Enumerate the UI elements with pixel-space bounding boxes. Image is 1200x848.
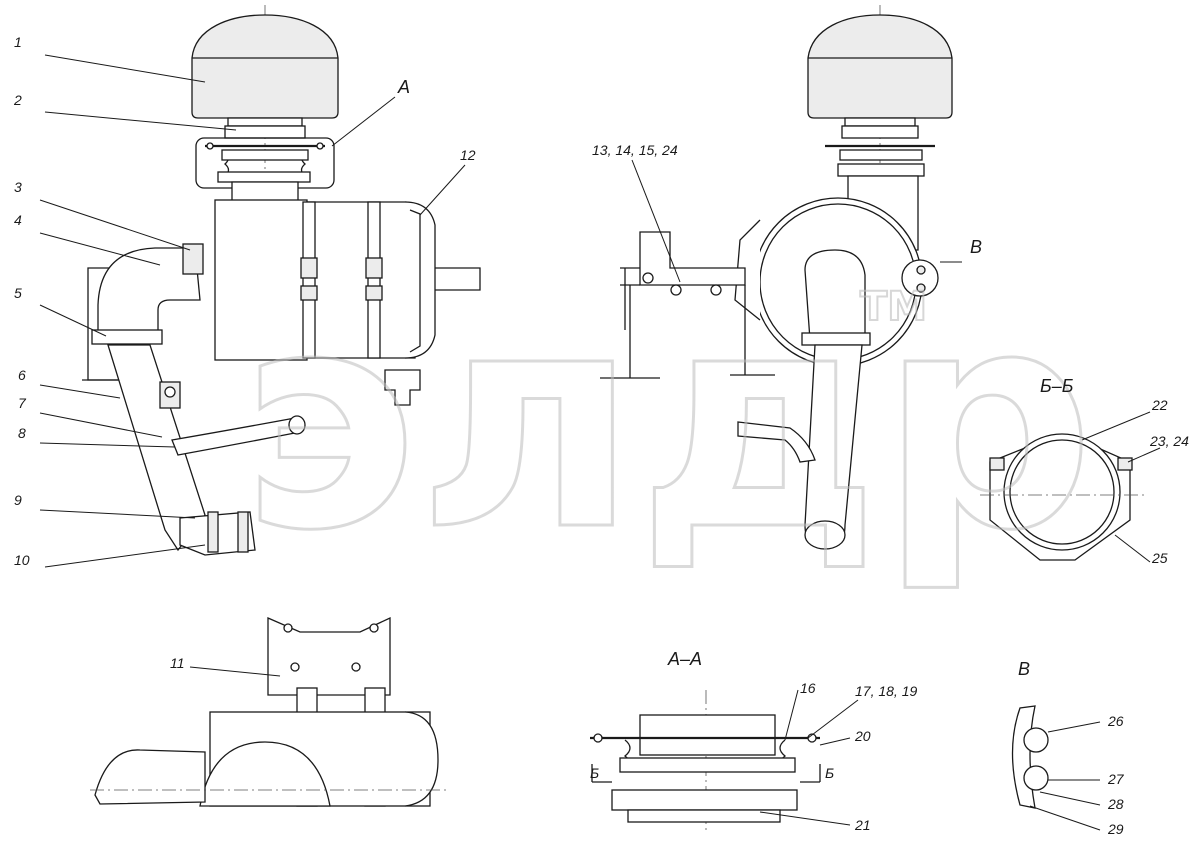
callout-25: 25 [1151, 550, 1168, 566]
callout-22: 22 [1151, 397, 1168, 413]
callout-20: 20 [854, 728, 871, 744]
right-leaders [631, 159, 962, 283]
watermark-logo: элдр [240, 247, 1095, 596]
callout-13-14-15-24: 13, 14, 15, 24 [592, 142, 678, 158]
callout-29: 29 [1107, 821, 1124, 837]
callout-17-18-19: 17, 18, 19 [855, 683, 917, 699]
callout-23-24: 23, 24 [1149, 433, 1189, 449]
callout-28: 28 [1107, 796, 1124, 812]
air-intake-cap-side [807, 14, 953, 119]
callout-9: 9 [14, 492, 22, 508]
callout-1: 1 [14, 34, 22, 50]
callout-7: 7 [18, 395, 27, 411]
left-main-view [82, 5, 481, 556]
callout-4: 4 [14, 212, 22, 228]
callout-8: 8 [18, 425, 26, 441]
cut-b-left-label: Б [590, 765, 599, 781]
callout-3: 3 [14, 179, 22, 195]
callout-27: 27 [1107, 771, 1125, 787]
air-intake-cap [191, 14, 339, 119]
left-leaders [39, 54, 466, 568]
view-v-title: В [1018, 659, 1030, 679]
bottom-view [90, 616, 450, 807]
callout-12: 12 [460, 147, 476, 163]
view-v-marker: В [970, 237, 982, 257]
view-v [1011, 705, 1101, 831]
right-main-view [600, 5, 953, 550]
section-aa-title: А–А [667, 649, 702, 669]
watermark-tm: TM [860, 284, 927, 330]
callout-2: 2 [13, 92, 22, 108]
section-bb-title: Б–Б [1040, 376, 1074, 396]
callout-16: 16 [800, 680, 816, 696]
callout-21: 21 [854, 817, 871, 833]
section-aa [590, 689, 859, 830]
detail-a-marker: А [397, 77, 410, 97]
callout-11: 11 [170, 655, 185, 671]
intake-elbow [97, 247, 201, 336]
callout-6: 6 [18, 367, 26, 383]
cut-b-right-label: Б [825, 765, 834, 781]
callout-5: 5 [14, 285, 22, 301]
section-bb [980, 411, 1161, 563]
callout-10: 10 [14, 552, 30, 568]
callout-26: 26 [1107, 713, 1124, 729]
